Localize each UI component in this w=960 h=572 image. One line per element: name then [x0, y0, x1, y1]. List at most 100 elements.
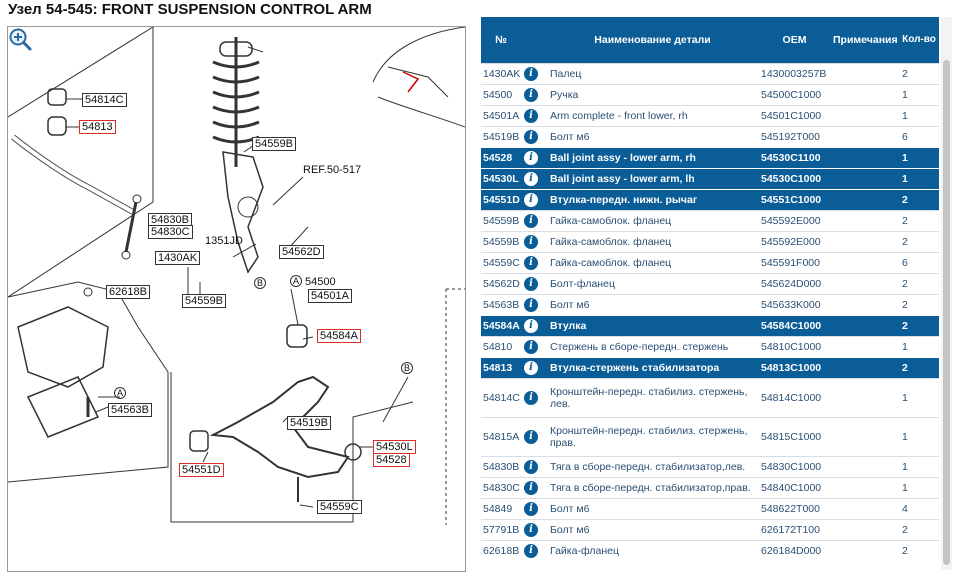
callout-54559B-upper[interactable]: 54559B: [252, 137, 296, 151]
oem-number-cell: 54584C1000: [758, 315, 831, 337]
info-icon[interactable]: i: [524, 430, 538, 444]
column-header-notes[interactable]: Примечания: [831, 17, 899, 64]
oem-number-cell: 626184D000: [758, 540, 831, 561]
quantity-cell: 2: [899, 63, 939, 85]
info-icon[interactable]: i: [524, 193, 538, 207]
column-header-oem[interactable]: OEM: [758, 17, 831, 64]
column-header-number[interactable]: №: [481, 17, 521, 64]
part-name-cell: Стержень в сборе-передн. стержень: [547, 336, 758, 358]
callout-54501A[interactable]: 54501A: [308, 289, 352, 303]
callout-54530L[interactable]: 54530L: [373, 440, 416, 454]
info-icon[interactable]: i: [524, 88, 538, 102]
part-name-cell: Тяга в сборе-передн. стабилизатор,лев.: [547, 456, 758, 478]
quantity-cell: 1: [899, 477, 939, 499]
info-icon[interactable]: i: [524, 523, 538, 537]
oem-number-cell: 545624D000: [758, 273, 831, 295]
part-name-cell: Arm complete - front lower, rh: [547, 105, 758, 127]
notes-cell: [831, 519, 899, 541]
info-icon[interactable]: i: [524, 340, 538, 354]
oem-number-cell: 54815C1000: [758, 417, 831, 457]
info-icon[interactable]: i: [524, 109, 538, 123]
info-icon[interactable]: i: [524, 235, 538, 249]
oem-number-cell: 545592E000: [758, 210, 831, 232]
part-name-cell: Гайка-фланец: [547, 540, 758, 561]
info-icon[interactable]: i: [524, 214, 538, 228]
info-icon[interactable]: i: [524, 67, 538, 81]
info-icon[interactable]: i: [524, 130, 538, 144]
notes-cell: [831, 147, 899, 169]
info-cell: i: [521, 210, 547, 232]
info-icon[interactable]: i: [524, 391, 538, 405]
oem-number-cell: 1430003257B: [758, 63, 831, 85]
callout-54528[interactable]: 54528: [373, 453, 410, 467]
info-icon[interactable]: i: [524, 172, 538, 186]
callout-54584A[interactable]: 54584A: [317, 329, 361, 343]
callout-1351JD[interactable]: 1351JD: [205, 235, 243, 247]
callout-54814C[interactable]: 54814C: [82, 93, 127, 107]
part-name-cell: Болт м6: [547, 126, 758, 148]
info-icon[interactable]: i: [524, 298, 538, 312]
info-icon[interactable]: i: [524, 256, 538, 270]
part-name-cell: Гайка-самоблок. фланец: [547, 210, 758, 232]
info-cell: i: [521, 498, 547, 520]
info-icon[interactable]: i: [524, 277, 538, 291]
callout-54830C[interactable]: 54830C: [148, 225, 193, 239]
quantity-cell: 2: [899, 519, 939, 541]
callout-1430AK[interactable]: 1430AK: [155, 251, 201, 265]
quantity-cell: 2: [899, 294, 939, 316]
oem-number-cell: 54500C1000: [758, 84, 831, 106]
callout-54813[interactable]: 54813: [79, 120, 116, 134]
info-icon[interactable]: i: [524, 481, 538, 495]
info-icon[interactable]: i: [524, 544, 538, 558]
column-header-name[interactable]: Наименование детали: [547, 17, 758, 64]
callout-54551D[interactable]: 54551D: [179, 463, 224, 477]
quantity-cell: 1: [899, 168, 939, 190]
callout-54559C[interactable]: 54559C: [317, 500, 362, 514]
callout-62618B[interactable]: 62618B: [106, 285, 150, 299]
info-icon[interactable]: i: [524, 151, 538, 165]
quantity-cell: 1: [899, 336, 939, 358]
callout-54519B[interactable]: 54519B: [287, 416, 331, 430]
zoom-in-icon[interactable]: [8, 27, 32, 51]
info-icon[interactable]: i: [524, 460, 538, 474]
callout-54500[interactable]: 54500: [305, 276, 336, 288]
oem-number-cell: 54813C1000: [758, 357, 831, 379]
callout-54562D[interactable]: 54562D: [279, 245, 324, 259]
callout-ref-50-517[interactable]: REF.50-517: [303, 164, 362, 176]
callout-54563B[interactable]: 54563B: [108, 403, 152, 417]
quantity-cell: 4: [899, 498, 939, 520]
callout-54559B-lower[interactable]: 54559B: [182, 294, 226, 308]
info-icon[interactable]: i: [524, 319, 538, 333]
info-cell: i: [521, 84, 547, 106]
table-scrollbar-thumb[interactable]: [943, 60, 950, 565]
oem-number-cell: 54530C1100: [758, 147, 831, 169]
parts-diagram[interactable]: 54814C 54813 54830B 54830C 62618B 54563B…: [7, 26, 466, 572]
page-title: Узел 54-545: FRONT SUSPENSION CONTROL AR…: [8, 1, 372, 18]
info-icon[interactable]: i: [524, 361, 538, 375]
callout-54830B[interactable]: 54830B: [148, 213, 192, 227]
column-header-qty[interactable]: Кол-во: [899, 17, 939, 64]
info-icon[interactable]: i: [524, 502, 538, 516]
